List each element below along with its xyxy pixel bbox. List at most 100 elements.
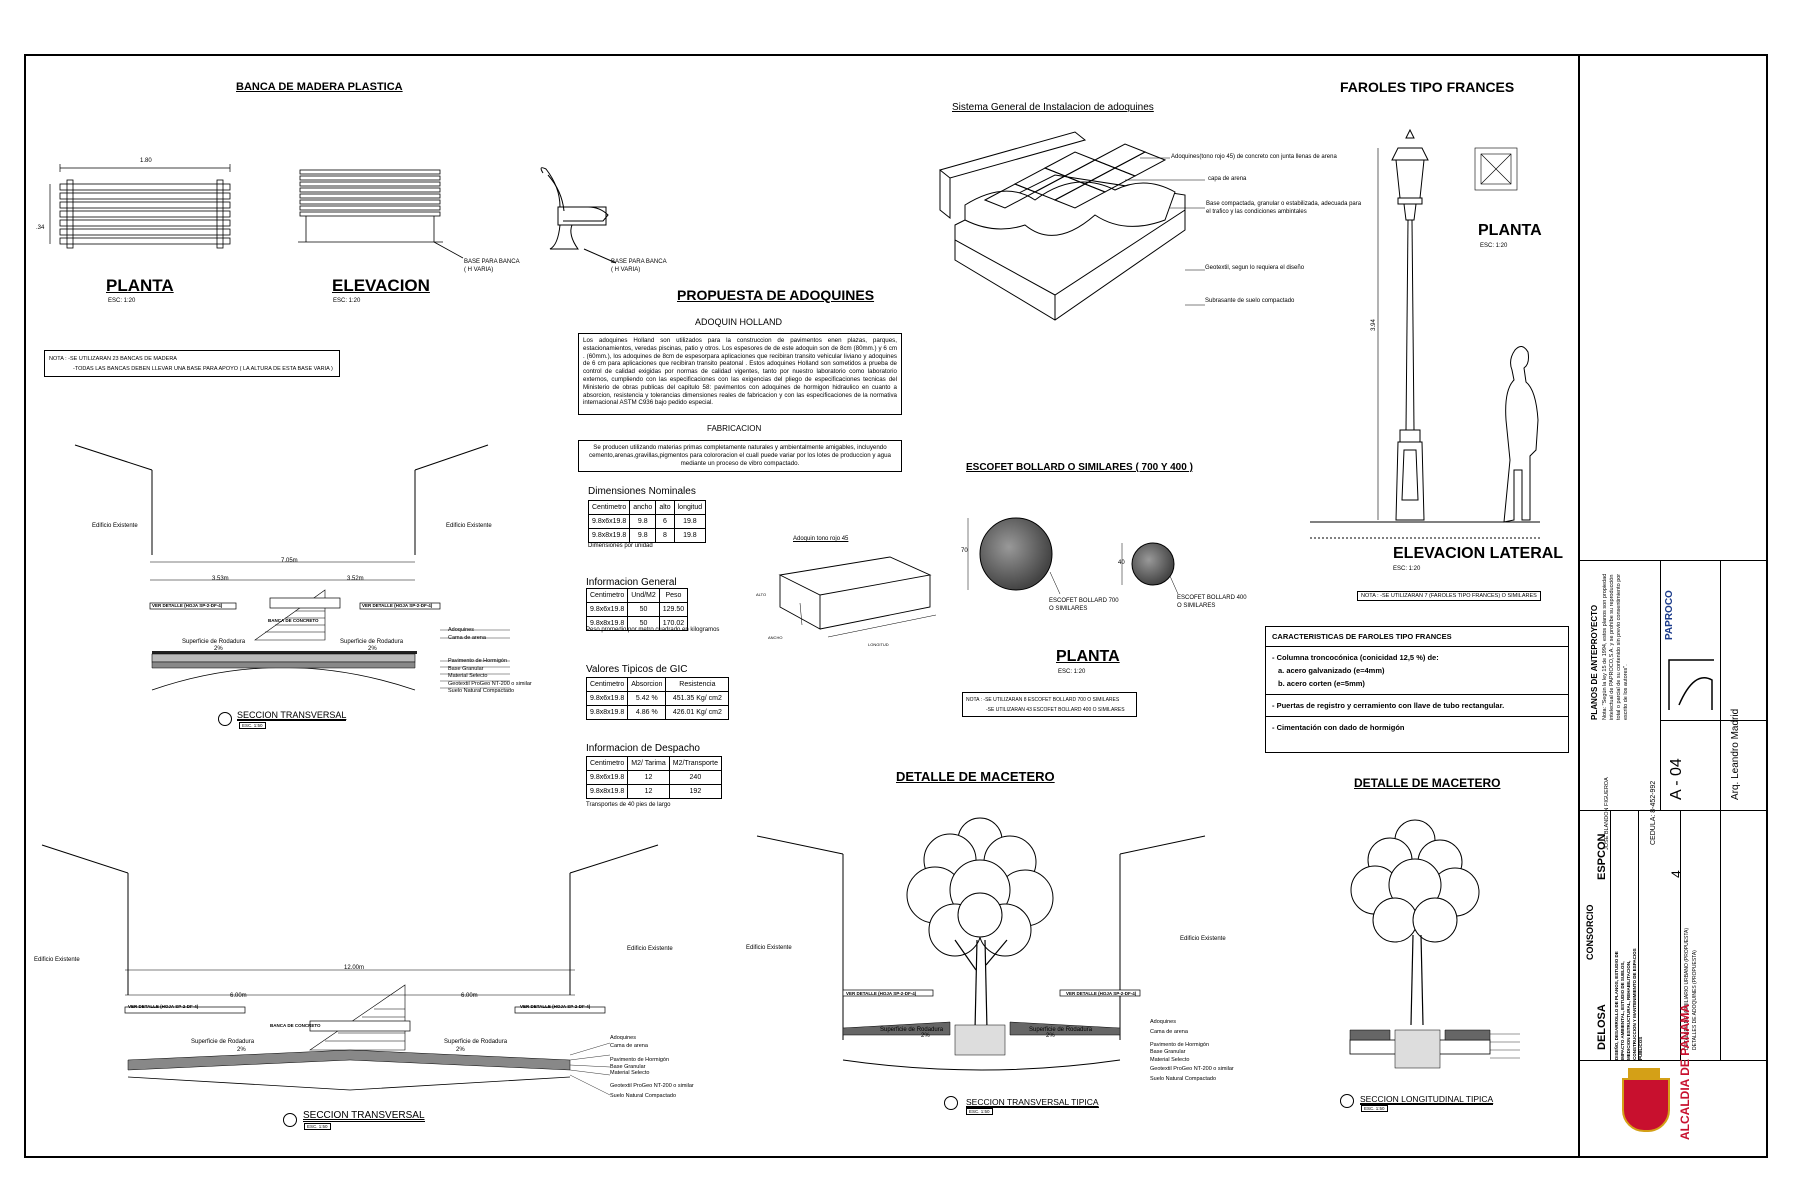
section2-layers: Adoquines Cama de arena Pavimento de Hor… bbox=[610, 1034, 694, 1100]
section1-layer-2: Pavimento de Hormigón bbox=[448, 658, 508, 664]
macetero1-surface-left: Superficie de Rodadura bbox=[880, 1027, 944, 1033]
block-ancho: ANCHO bbox=[768, 635, 783, 640]
bench-height-dim: .34 bbox=[36, 225, 45, 231]
bench-note-box: NOTA : -SE UTILIZARAN 23 BANCAS DE MADER… bbox=[44, 350, 340, 377]
info-h0: Centimetro bbox=[585, 588, 629, 603]
section1-layer-1: Cama de arena bbox=[448, 634, 486, 641]
gic-r1c0: 9.8x8x19.8 bbox=[585, 705, 629, 720]
farol-height-dim: 3.94 bbox=[1370, 319, 1377, 331]
tb-logo-drawing bbox=[1668, 659, 1714, 710]
section1-left-building: Edificio Existente bbox=[92, 523, 138, 529]
macetero2-section-title: SECCION LONGITUDINAL TIPICA bbox=[1360, 1094, 1494, 1105]
bollard-dim-large: 70 bbox=[961, 548, 968, 554]
farol-elev-scale: ESC: 1:20 bbox=[1393, 566, 1421, 572]
desp-title: Informacion de Despacho bbox=[586, 743, 700, 754]
section1-right-dim: 3.52m bbox=[347, 576, 364, 582]
fabricacion-paragraph: Se producen utilizando materias primas c… bbox=[578, 440, 902, 472]
section2-slope-right: 2% bbox=[456, 1047, 465, 1053]
section1-marker-icon bbox=[218, 712, 232, 726]
bollard-400-circle bbox=[1131, 542, 1175, 586]
bench-base-note-2b: ( H VARIA) bbox=[611, 267, 641, 273]
bollard-note-2: -SE UTILIZARAN 43 ESCOFET BOLLARD 400 O … bbox=[986, 707, 1125, 713]
bench-base-note-1: BASE PARA BANCA bbox=[464, 259, 520, 265]
gic-h0: Centimetro bbox=[585, 677, 629, 692]
farol-char-1b: b. acero corten (e=5mm) bbox=[1278, 679, 1365, 688]
tb-sheet-desc2: DETALLES DE ADOQUINES (PROPUESTA) bbox=[1692, 950, 1698, 1050]
macetero1-layer-5: Geotextil ProGeo NT-200 o similar bbox=[1150, 1066, 1234, 1072]
dim-r0c2: 6 bbox=[655, 514, 675, 529]
gic-h2: Resistencia bbox=[665, 677, 730, 692]
farol-char-1a: a. acero galvanizado (e=4mm) bbox=[1278, 666, 1385, 675]
section1-layer-3: Base Granular bbox=[448, 665, 484, 672]
bollard-plan-label: PLANTA bbox=[1056, 648, 1120, 665]
fabricacion-title: FABRICACION bbox=[707, 424, 762, 433]
desp-r0c0: 9.8x6x19.8 bbox=[585, 770, 629, 785]
section2-marker-icon bbox=[283, 1113, 297, 1127]
section2-bench-label: BANCA DE CONCRETO bbox=[270, 1023, 321, 1028]
bench-note-line1: NOTA : -SE UTILIZARAN 23 BANCAS DE MADER… bbox=[49, 356, 177, 362]
section2-surface-right: Superficie de Rodadura bbox=[444, 1039, 508, 1045]
desp-h0: Centimetro bbox=[585, 756, 629, 771]
section1-see-detail-left: VER DETALLE (HOJA SP-2-DF-4) bbox=[152, 603, 223, 608]
tb-row-line bbox=[1661, 720, 1766, 721]
section1-right-building: Edificio Existente bbox=[446, 523, 492, 529]
install-label-4: Subrasante de suelo compactado bbox=[1205, 298, 1295, 304]
macetero1-title: DETALLE DE MACETERO bbox=[896, 769, 1055, 784]
dim-r0c0: 9.8x6x19.8 bbox=[587, 514, 631, 529]
tb-planos-label: PLANOS DE ANTEPROYECTO bbox=[1590, 604, 1599, 720]
macetero1-drawing bbox=[756, 817, 1206, 1071]
block-alto: ALTO bbox=[756, 592, 767, 597]
macetero1-right-building: Edificio Existente bbox=[1180, 936, 1226, 942]
section1-scale: ESC. 1:50 bbox=[239, 722, 266, 729]
gic-r0c1: 5.42 % bbox=[627, 691, 667, 706]
macetero1-left-building: Edificio Existente bbox=[746, 945, 792, 951]
macetero1-scale: ESC. 1:50 bbox=[966, 1108, 993, 1115]
drawing-frame bbox=[24, 54, 1768, 1158]
tb-col-line-2 bbox=[1720, 560, 1721, 810]
macetero1-layer-3: Base Granular bbox=[1150, 1049, 1186, 1055]
farol-characteristics-box: CARACTERISTICAS DE FAROLES TIPO FRANCES … bbox=[1265, 626, 1569, 753]
bollard-note-box: NOTA : -SE UTILIZARAN 8 ESCOFET BOLLARD … bbox=[962, 692, 1137, 717]
farol-plan-scale: ESC: 1:20 bbox=[1480, 243, 1508, 249]
desp-h1: M2/ Tarima bbox=[627, 756, 670, 771]
section1-surface-left: Superficie de Rodadura bbox=[182, 639, 246, 645]
dim-r1c0: 9.8x8x19.8 bbox=[587, 528, 631, 543]
section1-layers: Adoquines Cama de arena Pavimento de Hor… bbox=[448, 627, 532, 696]
section2-layer-1: Cama de arena bbox=[610, 1043, 648, 1049]
info-note: Peso promedio por metro cuadrado en kilo… bbox=[586, 627, 720, 633]
bollard-700-circle bbox=[979, 517, 1053, 591]
tb-paproco: PAPROCO bbox=[1664, 590, 1675, 640]
desp-r0c1: 12 bbox=[627, 770, 670, 785]
tb-top-empty bbox=[1580, 56, 1766, 561]
bench-title: BANCA DE MADERA PLASTICA bbox=[236, 81, 403, 93]
info-r1c1: 50 bbox=[627, 616, 660, 631]
macetero2-marker-icon bbox=[1340, 1094, 1354, 1108]
desp-h2: M2/Transporte bbox=[668, 756, 723, 771]
tb-client: ALCALDIA DE PANAMA bbox=[1678, 1004, 1692, 1140]
adoquines-paragraph: Los adoquines Holland son utilizados par… bbox=[578, 333, 902, 415]
dim-title: Dimensiones Nominales bbox=[588, 486, 696, 497]
macetero1-slope-right: 2% bbox=[1046, 1033, 1055, 1039]
section2-total-dim: 12.00m bbox=[344, 965, 365, 971]
section1-layer-5: Geotextil ProGeo NT-200 o similar bbox=[448, 680, 532, 687]
section2-layer-0: Adoquines bbox=[610, 1035, 636, 1041]
info-r0c2: 129.50 bbox=[658, 602, 689, 617]
section1-total-dim: 7.05m bbox=[281, 558, 298, 564]
dim-h0: Centimetro bbox=[587, 500, 631, 515]
adoquin-block-drawing bbox=[778, 556, 937, 638]
dim-h3: longitud bbox=[673, 500, 707, 515]
macetero1-slope-left: 2% bbox=[921, 1033, 930, 1039]
install-title: Sistema General de Instalacion de adoqui… bbox=[952, 102, 1154, 113]
bollard-drawing bbox=[967, 517, 1179, 595]
section1-layer-4: Material Selecto bbox=[448, 673, 488, 679]
macetero1-layer-1: Cama de arena bbox=[1150, 1029, 1188, 1035]
section2-see-detail-left: VER DETALLE (HOJA SP-2-DF-4) bbox=[128, 1004, 199, 1009]
section2-title: SECCION TRANSVERSAL bbox=[303, 1110, 425, 1122]
dim-r1c1: 9.8 bbox=[629, 528, 657, 543]
dim-r0c3: 19.8 bbox=[673, 514, 707, 529]
section2-layer-6: Suelo Natural Compactado bbox=[610, 1093, 677, 1099]
bollard-700-label: ESCOFET BOLLARD 700 bbox=[1049, 598, 1119, 604]
